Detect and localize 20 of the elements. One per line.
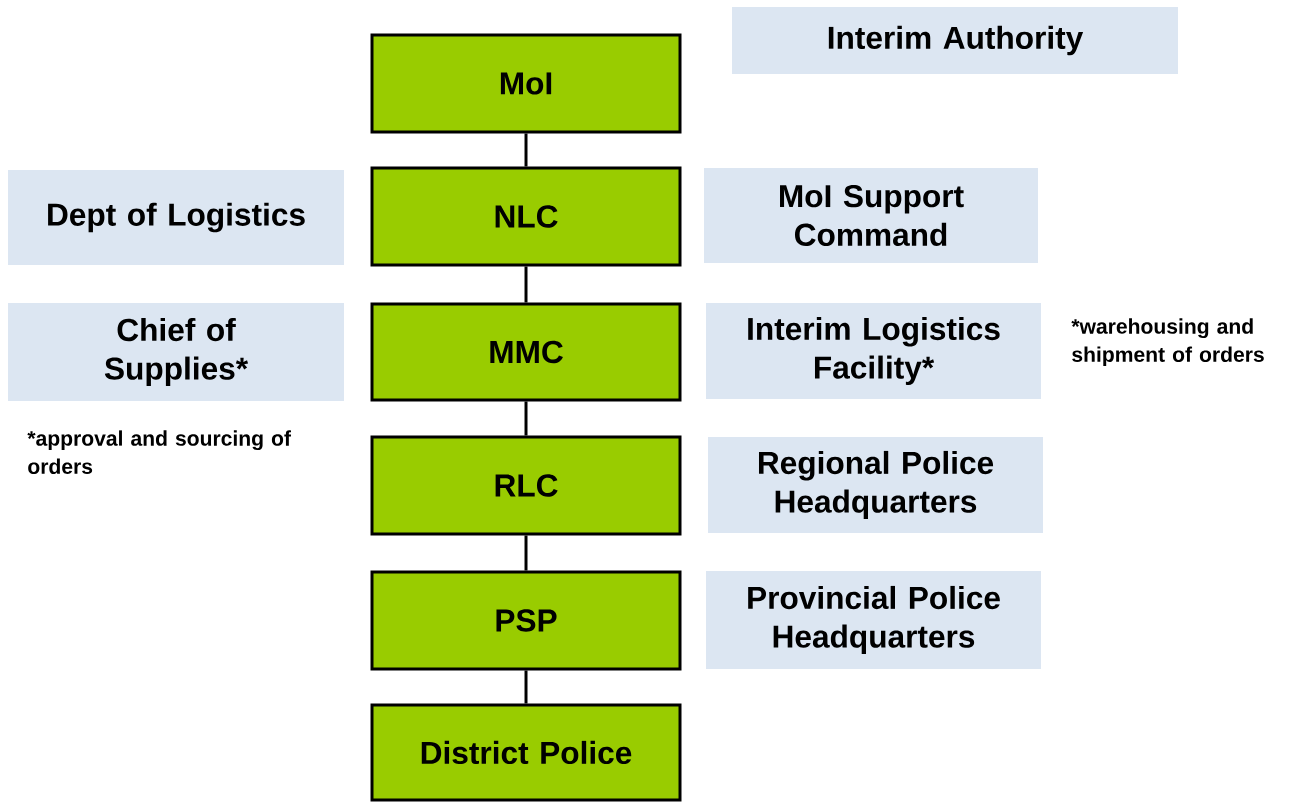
connector-line bbox=[524, 401, 528, 436]
connector-line bbox=[524, 670, 528, 704]
note-text: *approval and sourcing of orders bbox=[27, 430, 291, 474]
process-box: NLC bbox=[370, 166, 682, 267]
text-box: Interim Logistics Facility* bbox=[706, 303, 1041, 399]
process-box: RLC bbox=[370, 435, 682, 536]
connector-line bbox=[524, 266, 528, 303]
text-box: Dept of Logistics bbox=[8, 170, 344, 265]
connector-line bbox=[524, 535, 528, 571]
process-box: MoI bbox=[370, 33, 682, 134]
process-box: District Police bbox=[370, 703, 682, 802]
connector-line bbox=[524, 133, 528, 167]
text-box: MoI Support Command bbox=[704, 168, 1038, 263]
note-text: *warehousing and shipment of orders bbox=[1071, 318, 1264, 367]
process-box: MMC bbox=[370, 302, 682, 402]
text-box: Interim Authority bbox=[732, 7, 1178, 74]
text-box: Chief of Supplies* bbox=[8, 303, 344, 401]
text-box: Provincial Police Headquarters bbox=[706, 571, 1041, 669]
text-box: Regional Police Headquarters bbox=[708, 437, 1043, 533]
process-box: PSP bbox=[370, 570, 682, 671]
